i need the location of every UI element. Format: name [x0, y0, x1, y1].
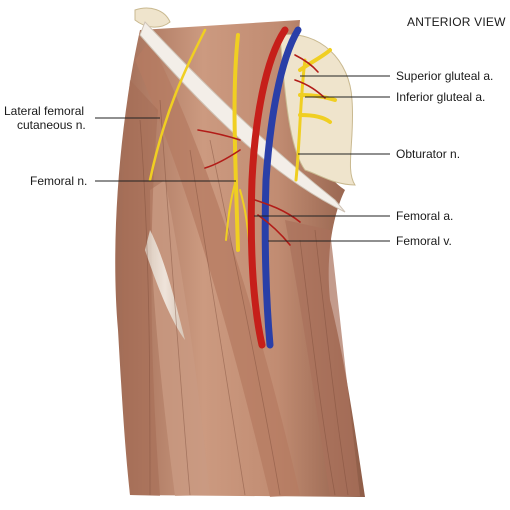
- sartorius-muscle: [135, 40, 300, 497]
- fascia-lata: [145, 230, 185, 340]
- label-lateral-femoral-line2: cutaneous n.: [17, 118, 86, 132]
- label-lateral-femoral-line1: Lateral femoral: [4, 104, 85, 118]
- leader-lines: [95, 75, 390, 242]
- obturator-nerve: [294, 58, 307, 182]
- muscle-striations: [139, 99, 349, 496]
- nerves: [148, 28, 337, 252]
- femoral-nerve-branch: [225, 179, 237, 241]
- rectus-femoris-muscle: [150, 180, 210, 496]
- label-femoral-nerve: Femoral n.: [30, 174, 88, 188]
- label-inferior-gluteal-artery: Inferior gluteal a.: [396, 90, 486, 104]
- femoral-artery: [247, 26, 289, 349]
- inguinal-ligament: [139, 21, 346, 213]
- arterial-branches: [197, 54, 326, 246]
- adductor-muscle: [285, 220, 360, 496]
- label-superior-gluteal-artery: Superior gluteal a.: [396, 69, 494, 83]
- label-femoral-artery: Femoral a.: [396, 209, 454, 223]
- femoral-vein: [261, 26, 302, 349]
- view-title: ANTERIOR VIEW: [407, 15, 506, 29]
- label-lateral-femoral-cutaneous-nerve: Lateral femoral cutaneous n.: [4, 104, 86, 132]
- label-femoral-vein: Femoral v.: [396, 234, 452, 248]
- vastus-lateralis-muscle: [121, 80, 160, 496]
- anterior-superior-iliac-spine: [134, 7, 171, 28]
- lateral-femoral-cutaneous-nerve: [148, 28, 207, 182]
- label-obturator-nerve: Obturator n.: [396, 147, 461, 161]
- femoral-nerve: [232, 33, 240, 252]
